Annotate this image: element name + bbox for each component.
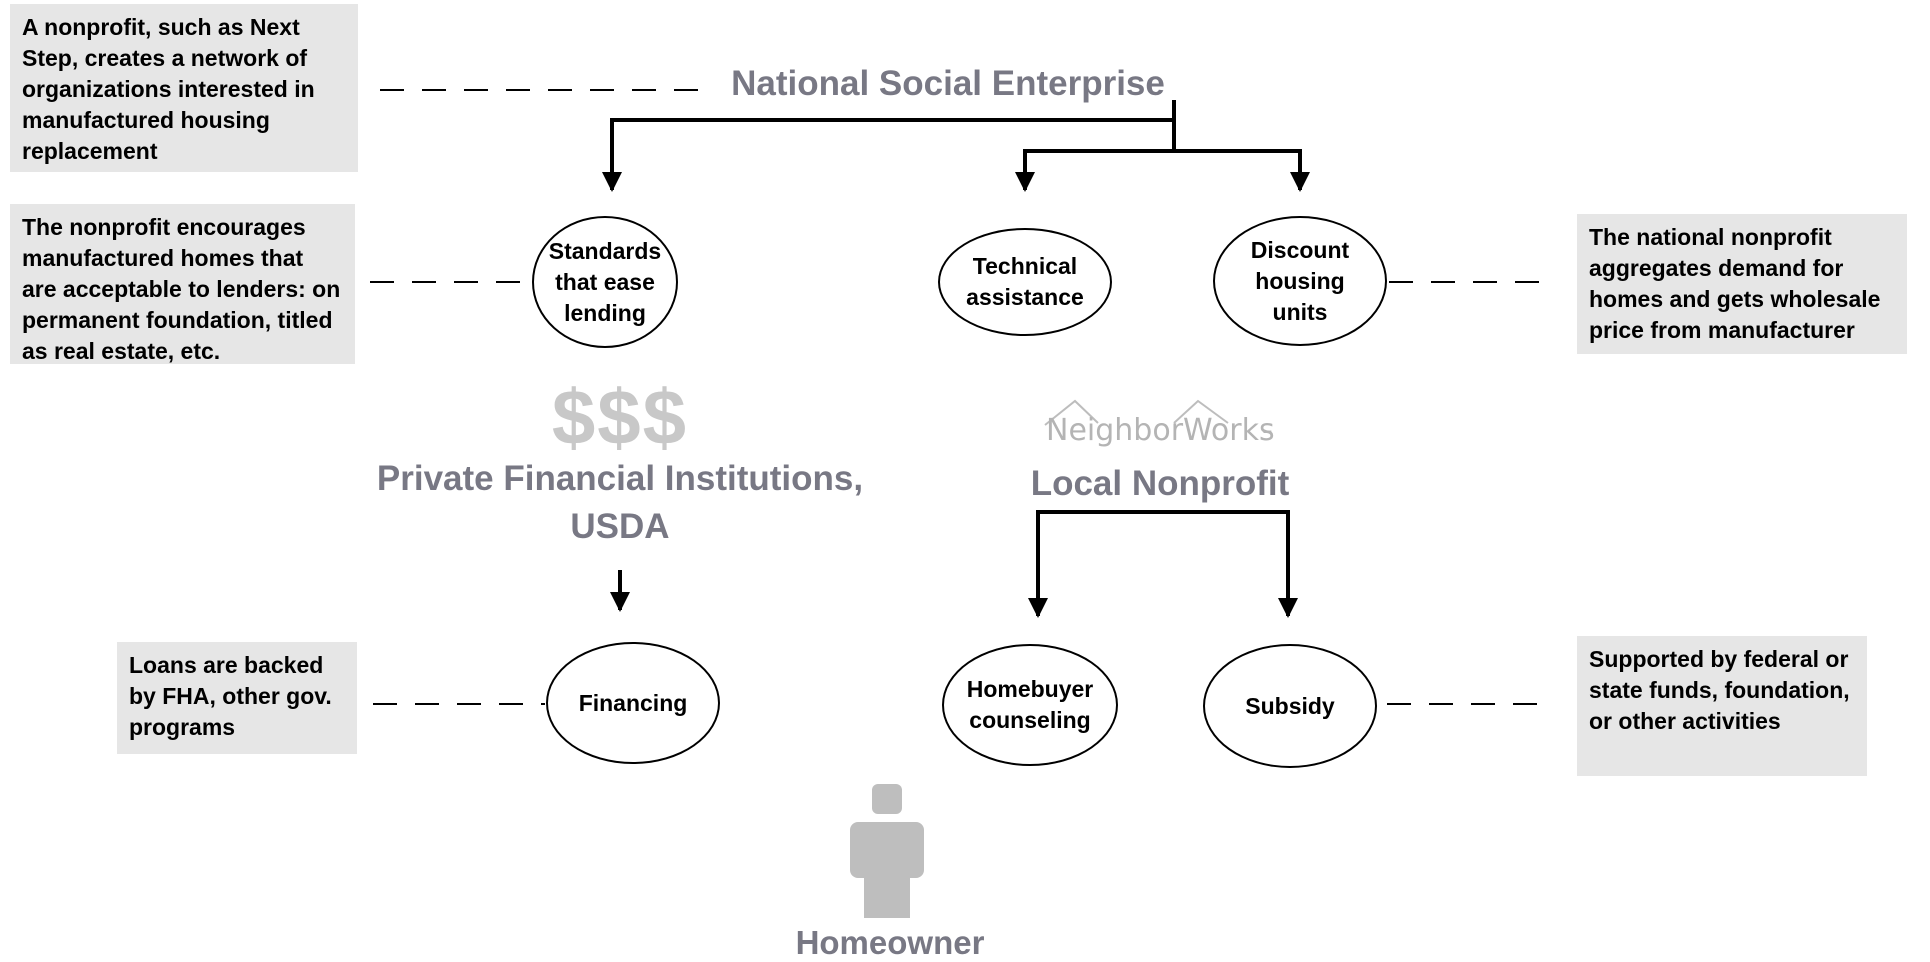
homeowner-title: Homeowner	[795, 924, 985, 961]
note-loans-text: Loans are backed by FHA, other gov. prog…	[129, 652, 332, 740]
node-standards-label: Standards that ease lending	[548, 237, 662, 326]
national-tree-connector	[602, 100, 1310, 192]
local-tree-connector	[1028, 510, 1298, 618]
node-financing: Financing	[546, 642, 720, 764]
logo-suffix: -	[1262, 413, 1273, 448]
node-subsidy-label: Subsidy	[1245, 692, 1335, 719]
node-technical: Technical assistance	[938, 228, 1112, 336]
logo-text: NeighborWorks	[1046, 413, 1275, 448]
person-icon	[850, 784, 924, 918]
note-supported: Supported by federal or state funds, fou…	[1577, 636, 1867, 776]
node-subsidy: Subsidy	[1203, 644, 1377, 768]
node-technical-label: Technical assistance	[966, 253, 1084, 310]
note-network-text: A nonprofit, such as Next Step, creates …	[22, 14, 315, 164]
note-lenders: The nonprofit encourages manufactured ho…	[10, 204, 355, 364]
node-counseling: Homebuyer counseling	[942, 644, 1118, 766]
note-supported-text: Supported by federal or state funds, fou…	[1589, 646, 1850, 734]
node-discount-label: Discount housing units	[1250, 236, 1350, 325]
note-aggregates: The national nonprofit aggregates demand…	[1577, 214, 1907, 354]
note-network: A nonprofit, such as Next Step, creates …	[10, 4, 358, 172]
note-lenders-text: The nonprofit encourages manufactured ho…	[22, 214, 341, 364]
private-title: Private Financial Institutions, USDA	[376, 459, 864, 546]
node-financing-label: Financing	[578, 689, 688, 716]
neighborworks-logo-icon: NeighborWorks -	[1040, 395, 1280, 450]
national-title: National Social Enterprise	[731, 64, 1165, 103]
dashed-leaders	[370, 89, 1550, 705]
node-counseling-label: Homebuyer counseling	[966, 676, 1094, 733]
note-loans: Loans are backed by FHA, other gov. prog…	[117, 642, 357, 754]
local-title: Local Nonprofit	[1030, 464, 1290, 503]
note-aggregates-text: The national nonprofit aggregates demand…	[1589, 224, 1881, 343]
logo-roof-icon	[1044, 399, 1229, 426]
dollar-sign-icon: $$$	[551, 373, 689, 461]
node-discount: Discount housing units	[1213, 216, 1387, 346]
node-standards: Standards that ease lending	[532, 216, 678, 348]
